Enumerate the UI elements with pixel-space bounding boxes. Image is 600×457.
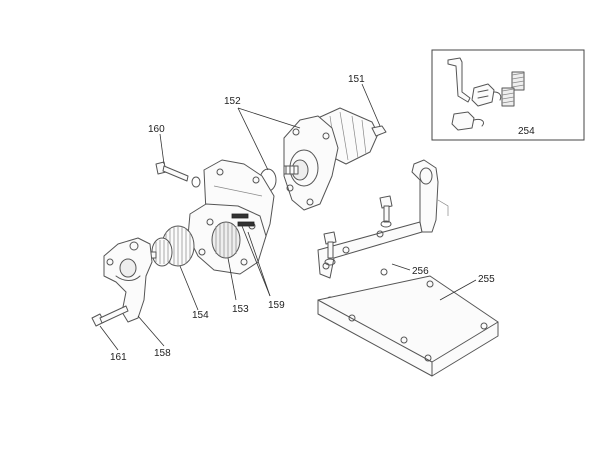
label-254: 254 <box>518 126 535 137</box>
label-160: 160 <box>148 124 165 135</box>
label-256: 256 <box>412 266 429 277</box>
mount-bracket-256 <box>317 159 449 304</box>
label-152: 152 <box>224 96 241 107</box>
label-159: 159 <box>268 300 285 311</box>
label-153: 153 <box>232 304 249 315</box>
starter-motor <box>283 107 387 211</box>
label-158: 158 <box>154 348 171 359</box>
gear-housing <box>187 159 275 275</box>
gear-set-154 <box>145 225 195 267</box>
bolt-161 <box>91 305 129 327</box>
label-151: 151 <box>348 74 365 85</box>
label-154: 154 <box>192 310 209 321</box>
label-255: 255 <box>478 274 495 285</box>
base-plate-255 <box>317 275 499 377</box>
bolt-160 <box>155 161 201 188</box>
leader-lines <box>99 83 477 351</box>
inset-box-254: 254 <box>431 49 585 141</box>
label-161: 161 <box>110 352 127 363</box>
cover-bracket-158 <box>103 237 153 323</box>
